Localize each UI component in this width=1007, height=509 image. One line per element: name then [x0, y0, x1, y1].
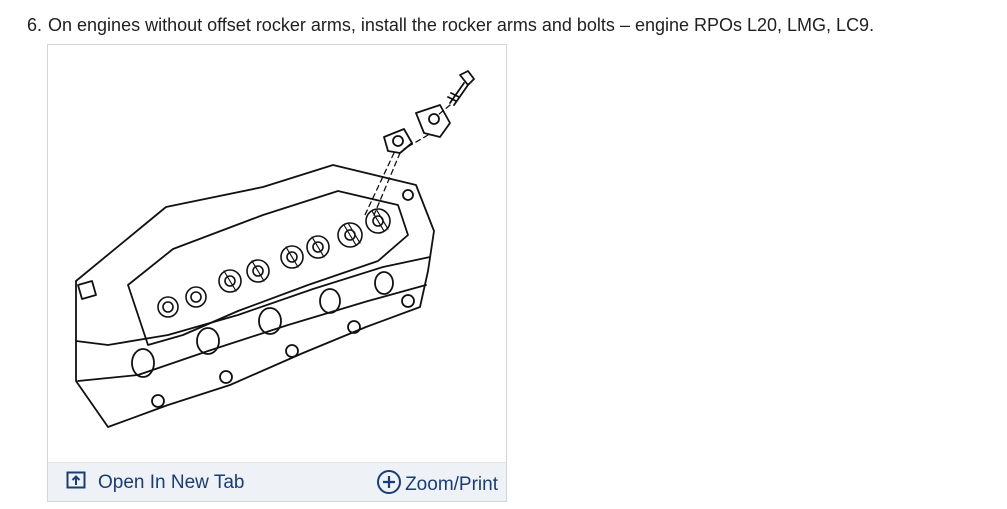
open-in-new-tab-link[interactable]: Open In New Tab [66, 471, 244, 495]
open-in-new-tab-icon [66, 471, 86, 495]
zoom-print-label: Zoom/Print [405, 474, 498, 495]
plus-circle-icon [376, 469, 402, 501]
engine-cylinder-head-illustration[interactable] [48, 45, 506, 465]
zoom-print-link[interactable]: Zoom/Print [376, 469, 498, 501]
step-text: On engines without offset rocker arms, i… [48, 15, 875, 35]
figure-panel: Open In New Tab Zoom/Print [47, 44, 507, 502]
figure-caption-bar: Open In New Tab Zoom/Print [48, 462, 506, 501]
open-in-new-tab-label: Open In New Tab [98, 472, 245, 493]
step-number: 6. [27, 15, 43, 35]
step-instruction: 6. On engines without offset rocker arms… [27, 13, 874, 37]
